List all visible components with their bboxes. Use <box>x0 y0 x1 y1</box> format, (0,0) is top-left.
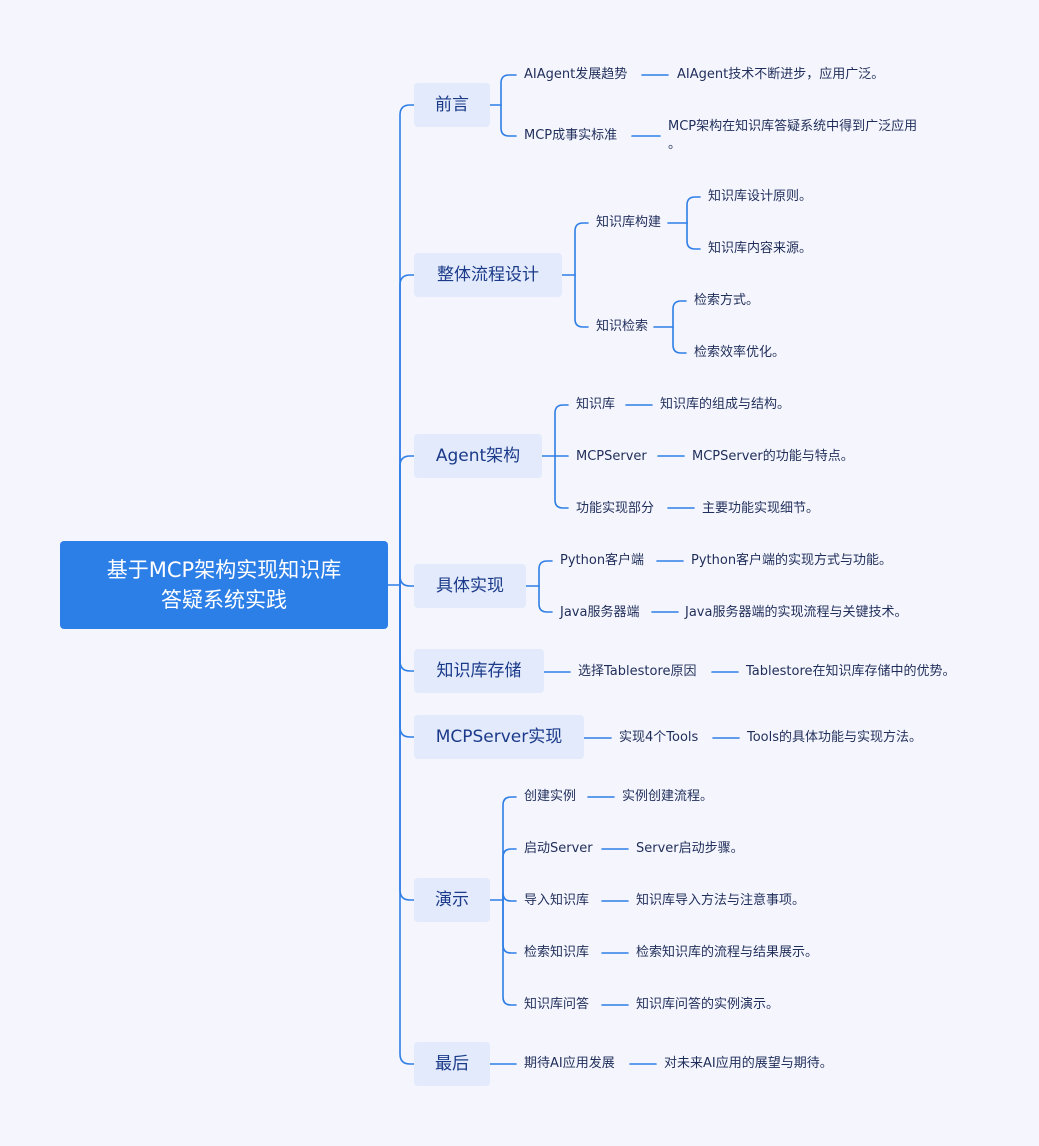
root-topic[interactable]: 基于MCP架构实现知识库 答疑系统实践 <box>60 541 388 629</box>
topic-mcpserver[interactable]: MCPServer <box>576 449 647 464</box>
topic-feature-implementation[interactable]: 功能实现部分 <box>576 501 655 516</box>
topic-aiagent-trend[interactable]: AIAgent发展趋势 <box>524 67 628 82</box>
note-search-kb[interactable]: 检索知识库的流程与结果展示。 <box>636 945 819 960</box>
connector-line <box>574 274 589 328</box>
topic-start-server[interactable]: 启动Server <box>524 841 593 856</box>
connector-line <box>502 899 517 1006</box>
connector-line <box>399 104 415 586</box>
root-topic-line-1: 基于MCP架构实现知识库 <box>106 558 342 582</box>
note-tools-details[interactable]: Tools的具体功能与实现方法。 <box>747 730 923 745</box>
note-ai-future[interactable]: 对未来AI应用的展望与期待。 <box>664 1056 833 1071</box>
branch-agent-architecture[interactable]: Agent架构 <box>414 434 542 478</box>
note-mcp-standard-line-2: 。 <box>668 137 682 152</box>
connector-line <box>686 196 701 224</box>
connector-line <box>399 584 415 738</box>
note-tablestore-advantages[interactable]: Tablestore在知识库存储中的优势。 <box>746 664 956 679</box>
note-feature-details[interactable]: 主要功能实现细节。 <box>702 501 820 516</box>
note-kb-content-sources[interactable]: 知识库内容来源。 <box>708 241 813 256</box>
connector-line <box>502 848 517 901</box>
branch-kb-storage[interactable]: 知识库存储 <box>414 649 544 693</box>
connector-line <box>399 584 415 672</box>
topic-knowledge-retrieval[interactable]: 知识检索 <box>596 319 649 334</box>
connector-line <box>399 584 415 901</box>
note-kb-qa[interactable]: 知识库问答的实例演示。 <box>636 997 780 1012</box>
note-retrieval-methods[interactable]: 检索方式。 <box>694 293 760 308</box>
connector-line <box>686 222 701 250</box>
connector-line <box>672 326 687 354</box>
connector-line <box>399 575 415 587</box>
topic-four-tools[interactable]: 实现4个Tools <box>619 730 699 745</box>
topic-ai-future[interactable]: 期待AI应用发展 <box>524 1056 615 1071</box>
topic-knowledge-base[interactable]: 知识库 <box>576 397 616 412</box>
note-mcp-standard[interactable]: MCP架构在知识库答疑系统中得到广泛应用 <box>668 119 918 134</box>
topic-mcp-standard[interactable]: MCP成事实标准 <box>524 128 618 143</box>
connector-line <box>538 585 553 613</box>
note-create-instance[interactable]: 实例创建流程。 <box>622 789 714 804</box>
note-java-server[interactable]: Java服务器端的实现流程与关键技术。 <box>685 605 908 620</box>
topic-search-kb[interactable]: 检索知识库 <box>524 945 590 960</box>
topic-java-server[interactable]: Java服务器端 <box>560 605 640 620</box>
topic-python-client[interactable]: Python客户端 <box>560 553 645 568</box>
connector-line <box>554 455 569 509</box>
connector-line <box>399 455 415 586</box>
connector-line <box>500 74 517 106</box>
note-kb-structure[interactable]: 知识库的组成与结构。 <box>660 397 791 412</box>
branch-final[interactable]: 最后 <box>414 1042 490 1086</box>
branch-implementation[interactable]: 具体实现 <box>414 564 526 608</box>
topic-kb-qa[interactable]: 知识库问答 <box>524 997 590 1012</box>
note-python-client[interactable]: Python客户端的实现方式与功能。 <box>691 553 893 568</box>
topic-kb-construction[interactable]: 知识库构建 <box>596 215 662 230</box>
connector-line <box>399 584 415 1065</box>
connector-line <box>399 274 415 586</box>
note-mcpserver-features[interactable]: MCPServer的功能与特点。 <box>692 449 854 464</box>
note-kb-design-principles[interactable]: 知识库设计原则。 <box>708 189 813 204</box>
connector-line <box>574 222 589 276</box>
connector-line <box>672 300 687 328</box>
branch-preface[interactable]: 前言 <box>414 83 490 127</box>
connector-line <box>502 796 517 901</box>
root-topic-line-2: 答疑系统实践 <box>161 588 287 612</box>
note-aiagent-trend[interactable]: AIAgent技术不断进步，应用广泛。 <box>677 67 885 82</box>
topic-tablestore-reason[interactable]: 选择Tablestore原因 <box>578 664 697 679</box>
connector-line <box>502 899 517 954</box>
note-start-server[interactable]: Server启动步骤。 <box>636 841 744 856</box>
connector-line <box>554 404 569 457</box>
connector-line <box>502 892 517 902</box>
note-retrieval-optimization[interactable]: 检索效率优化。 <box>694 345 786 360</box>
branch-demo[interactable]: 演示 <box>414 878 490 922</box>
connector-line <box>538 560 553 587</box>
branch-mcpserver-implementation[interactable]: MCPServer实现 <box>414 715 584 759</box>
branch-overall-design[interactable]: 整体流程设计 <box>414 253 562 297</box>
note-import-kb[interactable]: 知识库导入方法与注意事项。 <box>636 893 806 908</box>
topic-import-kb[interactable]: 导入知识库 <box>524 893 590 908</box>
topic-create-instance[interactable]: 创建实例 <box>524 789 577 804</box>
connector-line <box>500 104 517 137</box>
